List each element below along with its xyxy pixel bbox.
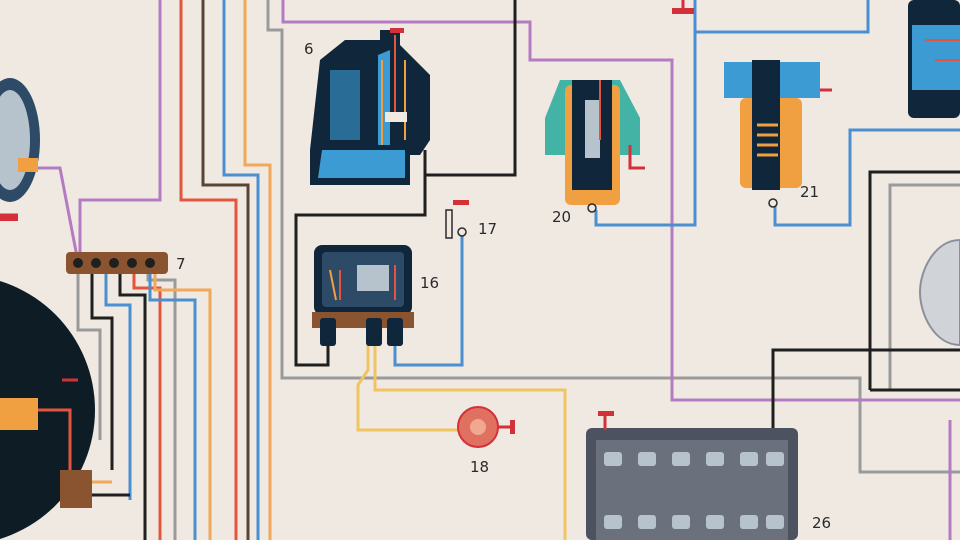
left-instrument-cluster <box>0 281 95 539</box>
label-component-26: 26 <box>812 514 832 532</box>
component-26-fuse-box <box>586 411 798 540</box>
right-edge-component-top <box>908 0 960 118</box>
label-component-7: 7 <box>176 255 186 273</box>
component-21-sensor <box>724 60 832 208</box>
label-component-17: 17 <box>478 220 498 238</box>
label-component-6: 6 <box>304 40 314 58</box>
component-16-relay <box>312 245 414 346</box>
left-lamp <box>0 78 40 217</box>
component-17-switch <box>445 200 469 239</box>
connector-7 <box>66 252 168 274</box>
component-18-lamp <box>457 406 515 448</box>
left-wire-bundle <box>78 0 960 540</box>
connector-7-wires <box>60 272 212 540</box>
label-component-21: 21 <box>800 183 820 201</box>
component-6-regulator <box>310 28 430 185</box>
label-component-18: 18 <box>470 458 490 476</box>
relay-wires <box>294 0 960 540</box>
component-20-sensor <box>545 80 645 213</box>
ground-terminals <box>0 0 694 221</box>
right-edge-motor <box>918 238 960 347</box>
label-component-20: 20 <box>552 208 572 226</box>
top-right-wires <box>281 0 960 540</box>
label-component-16: 16 <box>420 274 440 292</box>
